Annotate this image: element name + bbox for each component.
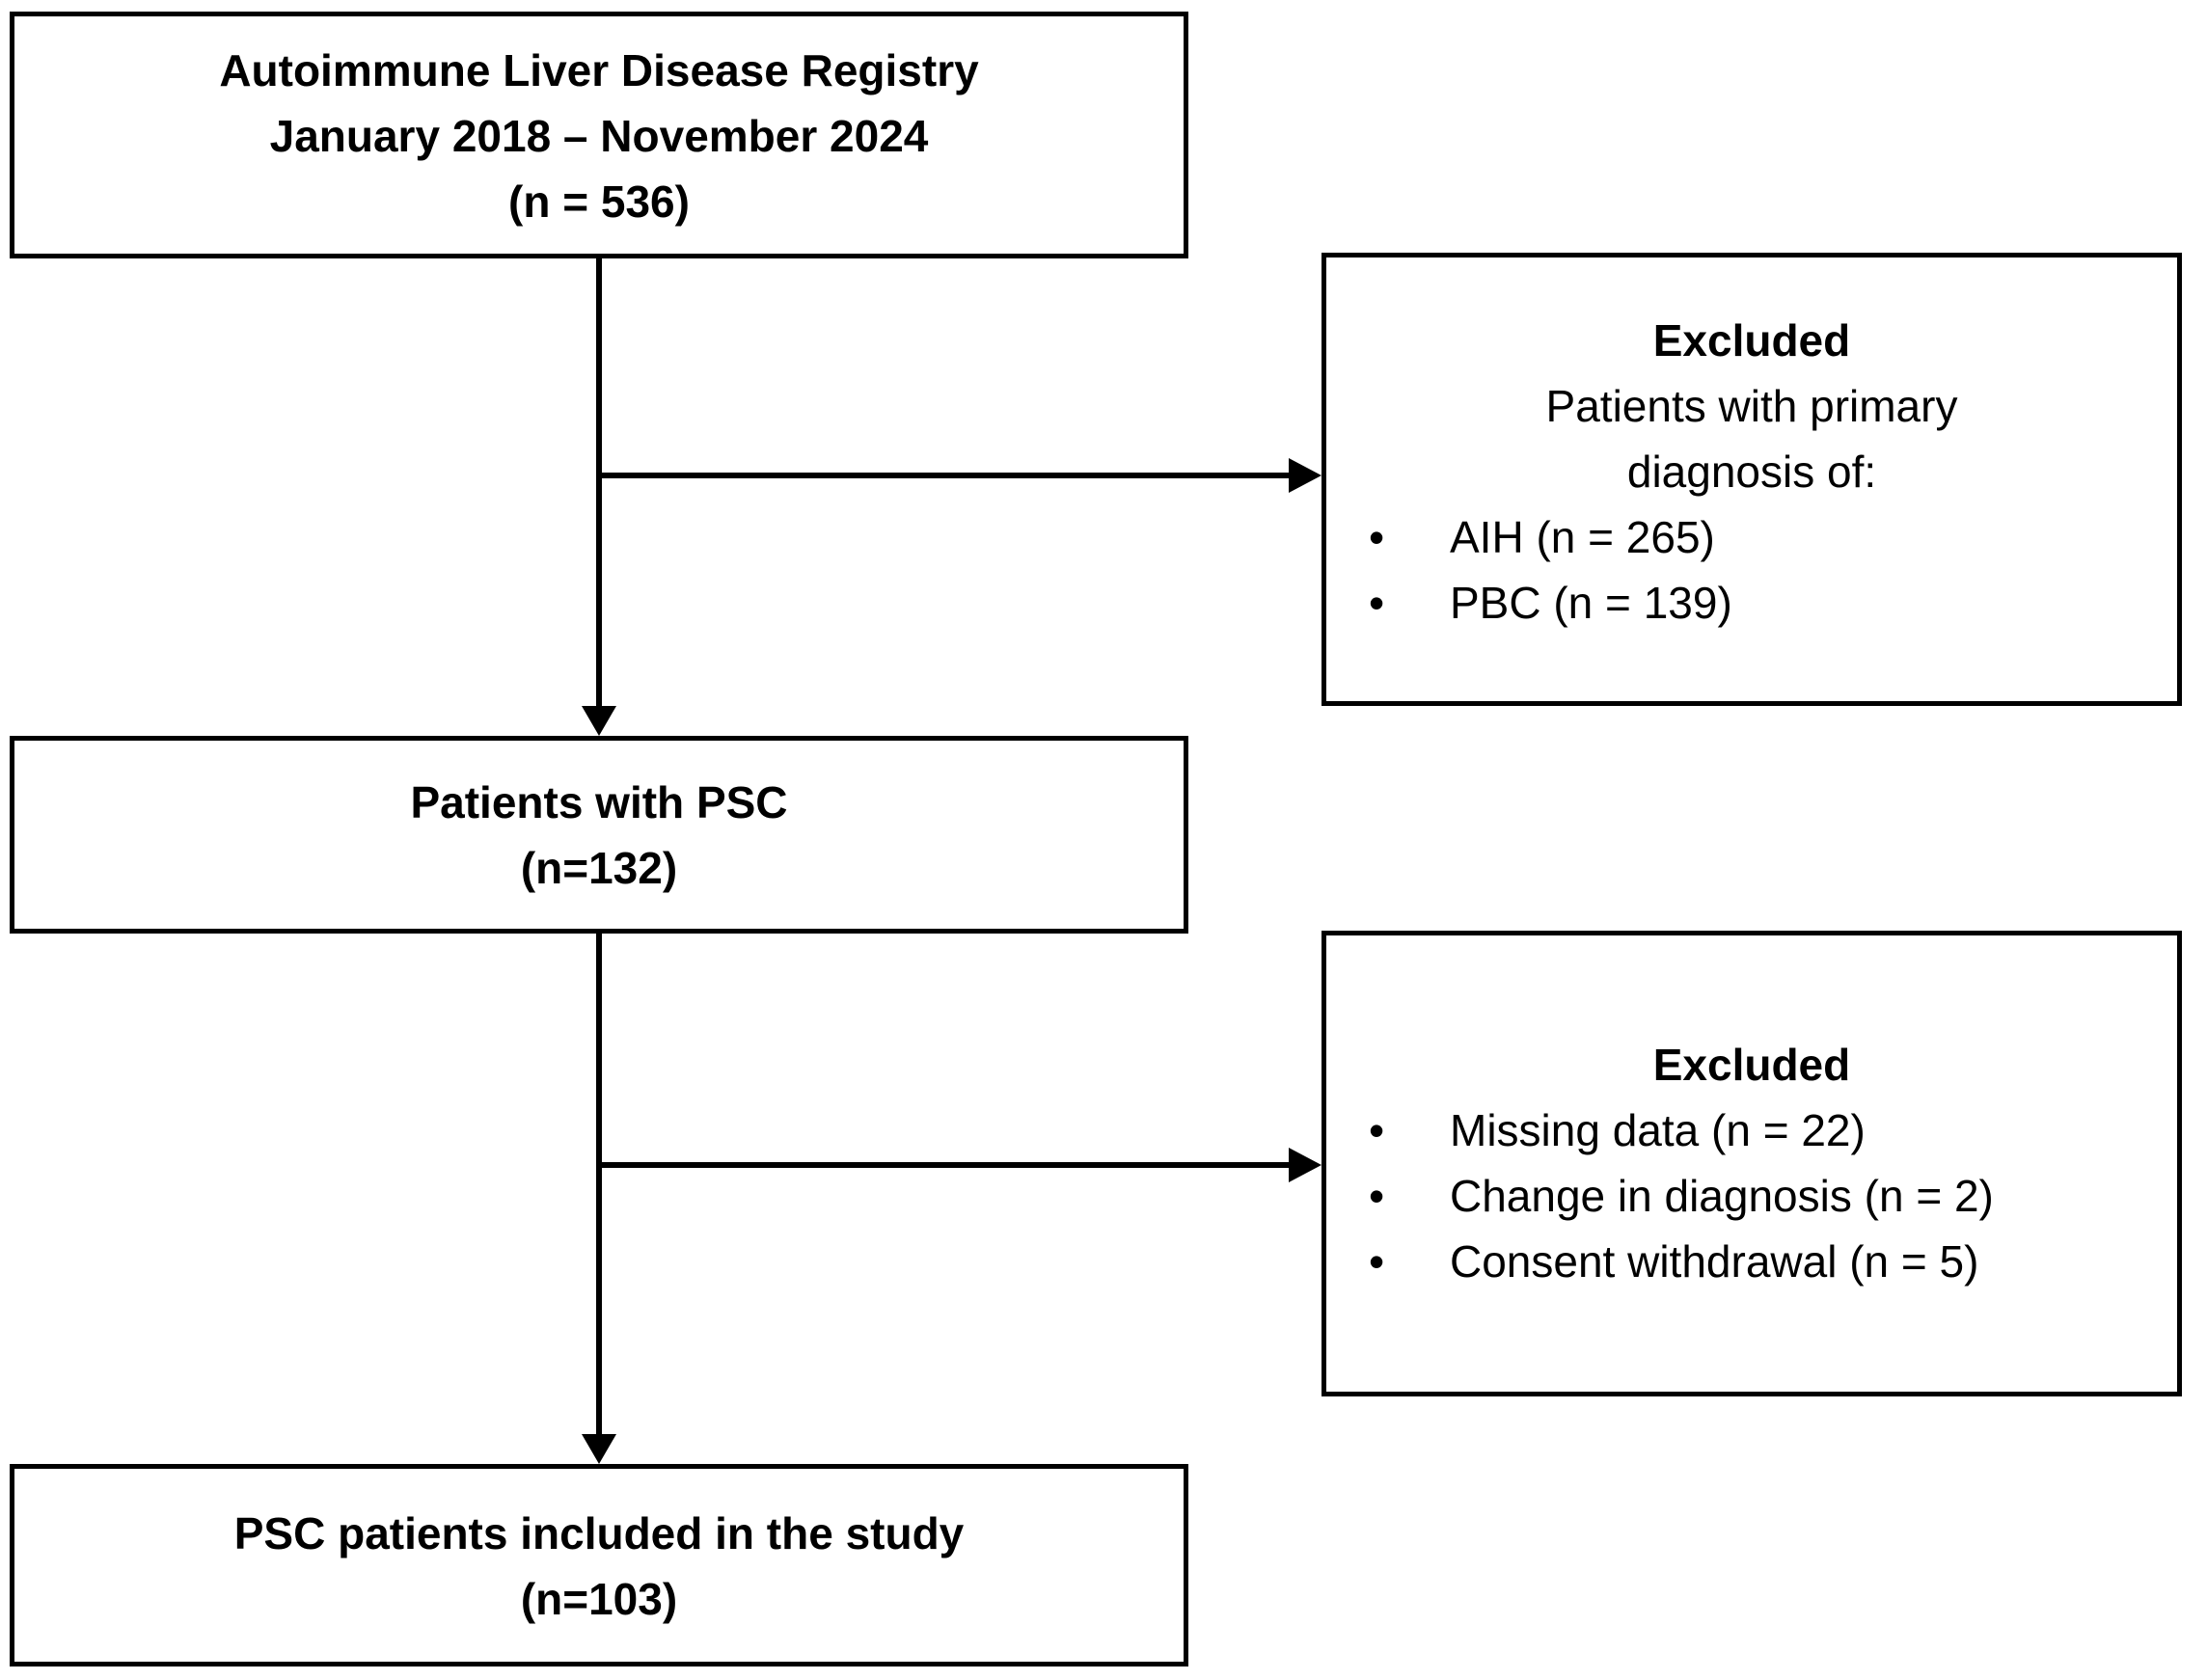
excluded-followup-bullet-missing-data: • Missing data (n = 22) xyxy=(1326,1097,2177,1163)
excluded-followup-bullet-change-diagnosis-label: Change in diagnosis (n = 2) xyxy=(1450,1171,1994,1221)
bullet-icon: • xyxy=(1369,1105,1385,1155)
connector-psc-to-included xyxy=(596,932,602,1437)
registry-title: Autoimmune Liver Disease Registry xyxy=(219,45,979,95)
excluded-followup-bullet-missing-data-label: Missing data (n = 22) xyxy=(1450,1105,1866,1155)
included-count: (n=103) xyxy=(520,1574,678,1624)
excluded-followup-bullet-change-diagnosis: • Change in diagnosis (n = 2) xyxy=(1326,1163,2177,1229)
included-title: PSC patients included in the study xyxy=(233,1508,965,1558)
box-psc-included: PSC patients included in the study (n=10… xyxy=(10,1464,1188,1666)
registry-count: (n = 536) xyxy=(508,176,690,227)
box-excluded-primary-diagnosis: Excluded Patients with primary diagnosis… xyxy=(1321,253,2182,706)
psc-title: Patients with PSC xyxy=(410,777,788,827)
arrow-down-icon xyxy=(582,706,616,736)
excluded-primary-bullet-pbc: • PBC (n = 139) xyxy=(1326,570,2177,636)
box-excluded-followup: Excluded • Missing data (n = 22) • Chang… xyxy=(1321,931,2182,1396)
registry-period: January 2018 – November 2024 xyxy=(269,111,929,161)
excluded-primary-description: Patients with primary xyxy=(1545,381,1958,431)
bullet-icon: • xyxy=(1369,512,1385,562)
box-patients-with-psc: Patients with PSC (n=132) xyxy=(10,736,1188,934)
arrow-down-icon xyxy=(582,1434,616,1464)
excluded-primary-bullet-aih-label: AIH (n = 265) xyxy=(1450,512,1715,562)
excluded-primary-bullet-aih: • AIH (n = 265) xyxy=(1326,504,2177,570)
arrow-right-icon xyxy=(1289,458,1321,493)
excluded-primary-description: diagnosis of: xyxy=(1626,447,1877,497)
excluded-primary-title: Excluded xyxy=(1652,315,1851,366)
excluded-primary-bullet-pbc-label: PBC (n = 139) xyxy=(1450,578,1732,628)
connector-registry-to-psc xyxy=(596,257,602,709)
connector-to-excluded-followup xyxy=(596,1162,1291,1168)
excluded-followup-bullet-consent-withdrawal: • Consent withdrawal (n = 5) xyxy=(1326,1229,2177,1294)
excluded-followup-title: Excluded xyxy=(1652,1040,1851,1090)
psc-count: (n=132) xyxy=(520,843,678,893)
bullet-icon: • xyxy=(1369,1236,1385,1287)
connector-to-excluded-primary xyxy=(596,473,1291,478)
arrow-right-icon xyxy=(1289,1148,1321,1182)
bullet-icon: • xyxy=(1369,1171,1385,1221)
excluded-followup-bullet-consent-withdrawal-label: Consent withdrawal (n = 5) xyxy=(1450,1236,1979,1287)
bullet-icon: • xyxy=(1369,578,1385,628)
box-registry: Autoimmune Liver Disease Registry Januar… xyxy=(10,12,1188,258)
